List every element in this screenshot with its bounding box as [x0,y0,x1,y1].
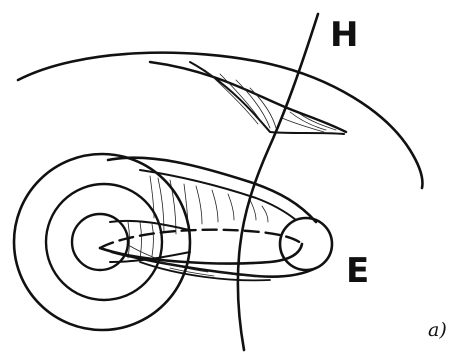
panel-label: a) [428,319,447,341]
upper-fold-top [150,62,346,132]
outer-circle [14,154,190,330]
label-e: E [346,251,369,291]
middle-circle [46,184,162,300]
e-circle [280,218,332,270]
label-h: H [330,15,358,55]
ellipse-top-dashed [100,230,302,248]
upper-arc [18,53,423,188]
inner-cone-shading [128,222,154,258]
